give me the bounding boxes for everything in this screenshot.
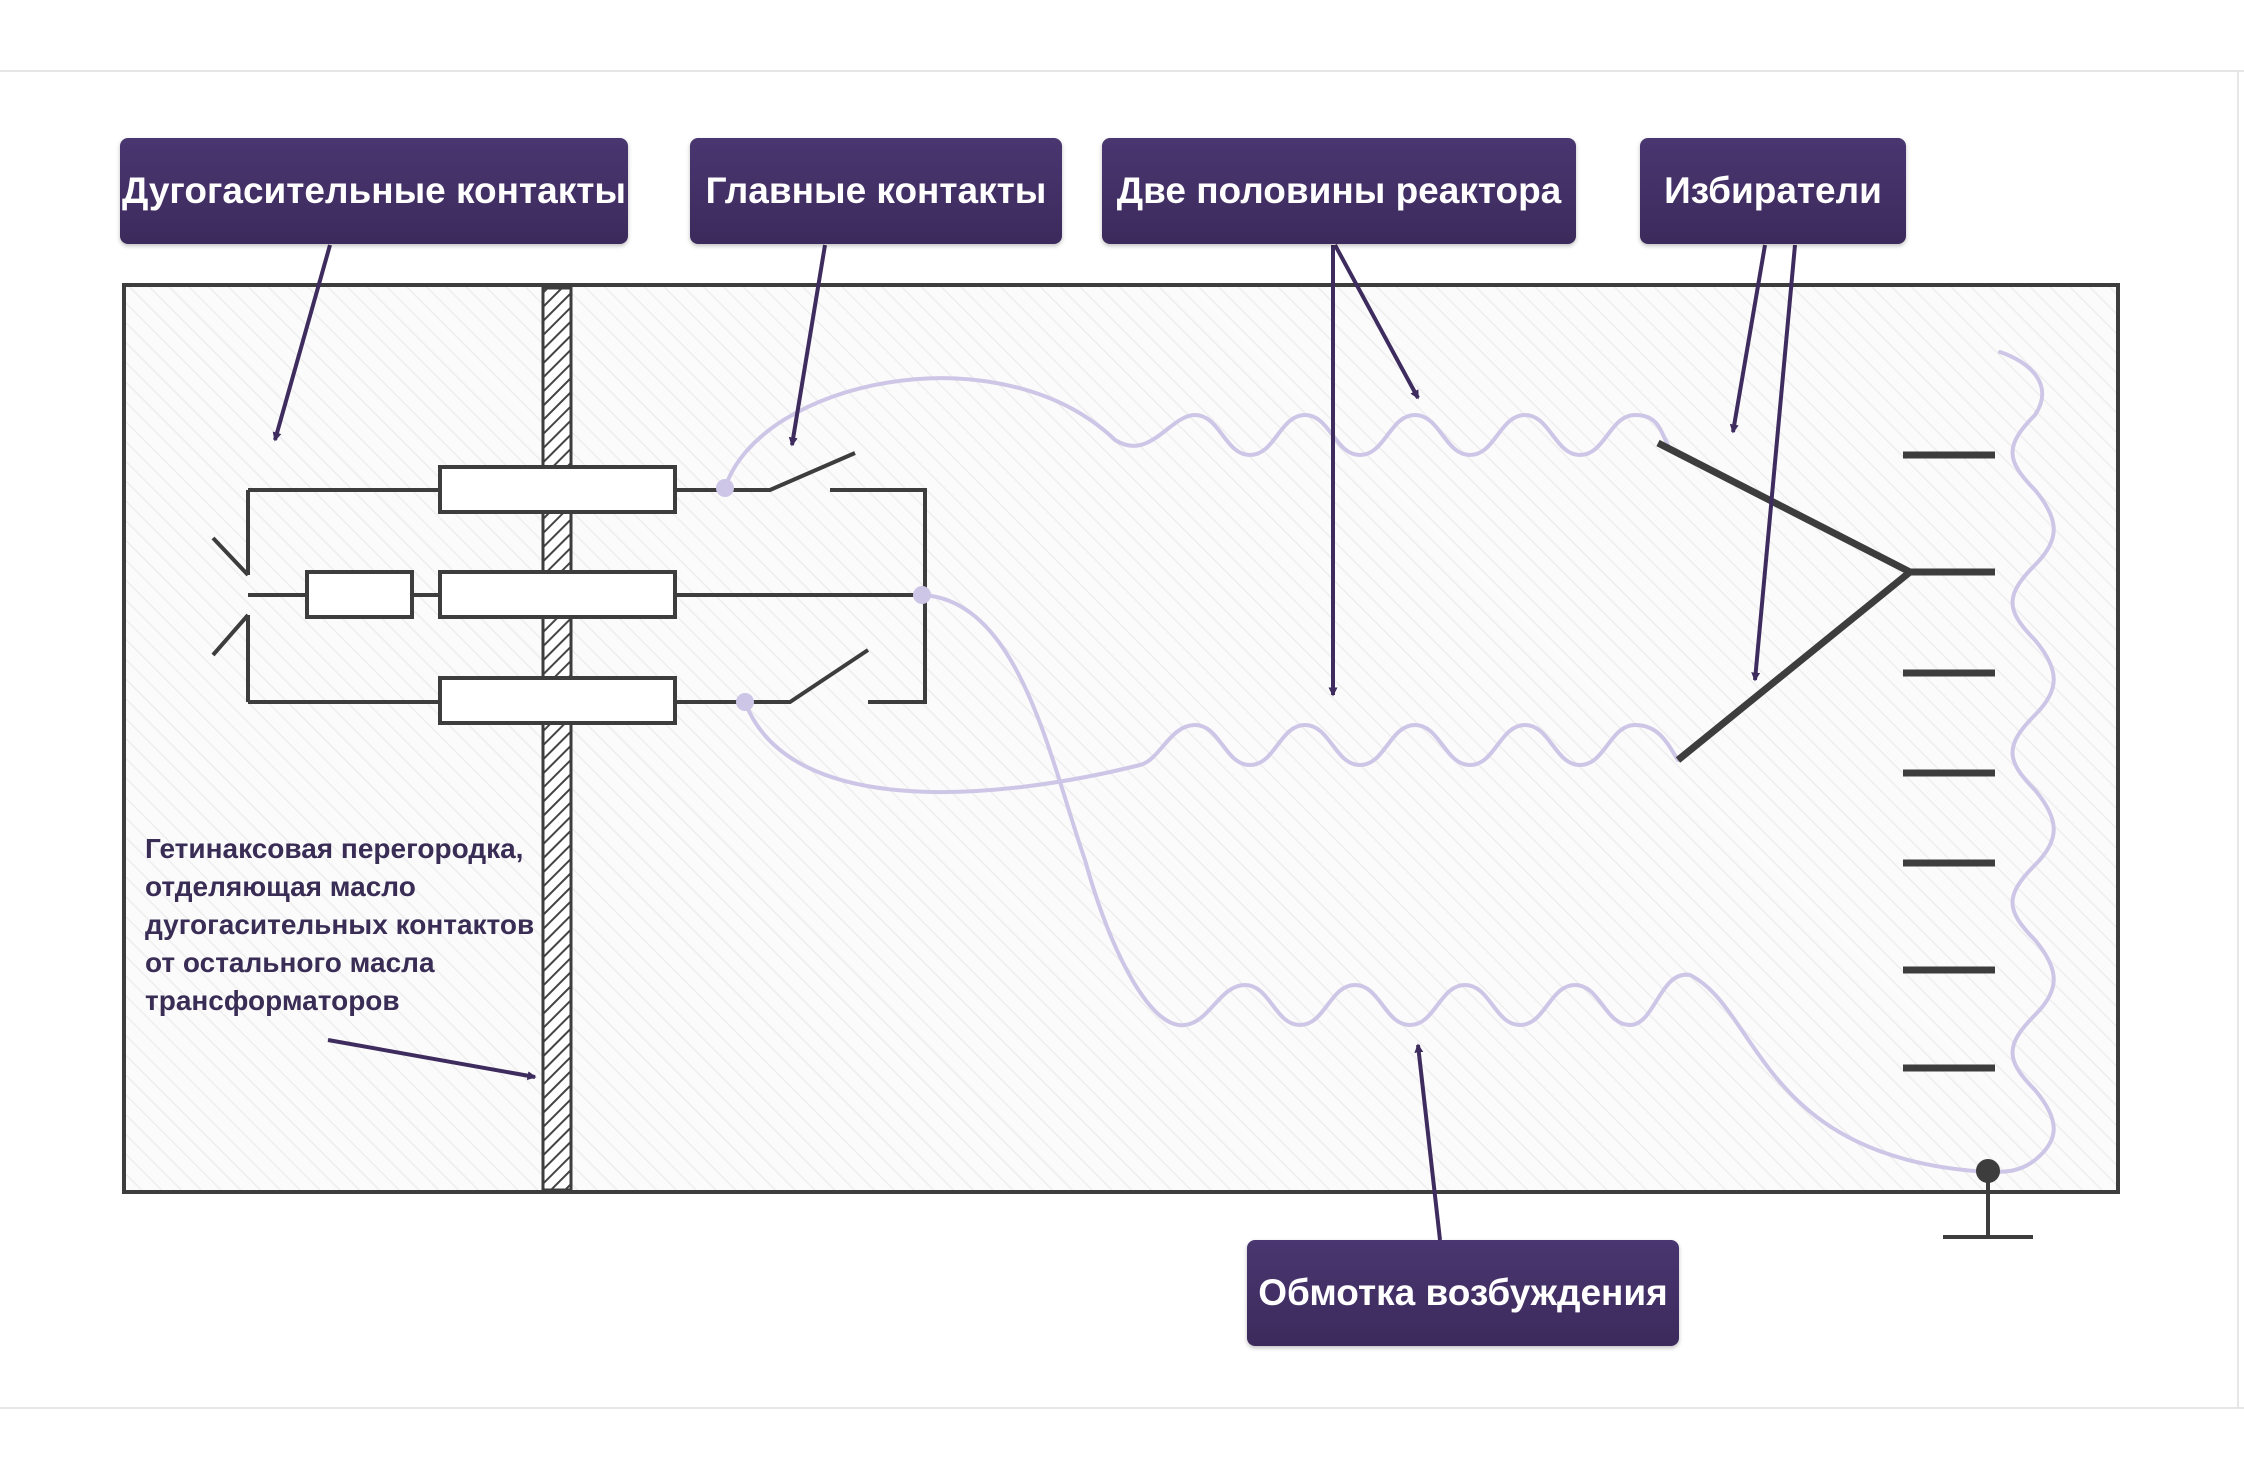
contact-bar-bottom <box>438 676 677 725</box>
label-arc-contacts: Дугогасительные контакты <box>120 138 628 244</box>
partition-note: Гетинаксовая перегородка, отделяющая мас… <box>145 830 545 1020</box>
pointer-arrows <box>272 244 1797 1241</box>
contact-bar-middle <box>438 570 677 619</box>
label-main-contacts: Главные контакты <box>690 138 1062 244</box>
junctions <box>716 479 931 711</box>
tapped-winding <box>1988 350 2056 1174</box>
label-excitation-winding: Обмотка возбуждения <box>1247 1240 1679 1346</box>
arrow-selector-lower <box>1751 244 1797 682</box>
partition-note-line: трансформаторов <box>145 985 400 1016</box>
junction-middle <box>913 586 931 604</box>
reactor-wires <box>723 350 2056 1174</box>
main-switch-bottom <box>745 648 870 704</box>
resistor <box>305 570 414 619</box>
arrow-main-contacts <box>788 244 827 447</box>
arc-contact-switch <box>211 536 250 657</box>
bottom-divider <box>0 1407 2244 1409</box>
main-switch-top <box>725 451 856 492</box>
tank-frame <box>122 283 2120 1194</box>
selector-arm-lower <box>1675 569 1913 763</box>
arrow-excitation <box>1414 1043 1442 1241</box>
reactor-half-bottom <box>743 700 1680 795</box>
selector-arm-upper <box>1656 439 1912 576</box>
arrow-arc-contacts <box>272 244 332 442</box>
ground-icon <box>1943 1159 2033 1239</box>
label-selectors: Избиратели <box>1640 138 1906 244</box>
partition-barrier <box>541 286 573 1192</box>
right-divider <box>2237 72 2239 1407</box>
arrow-reactor-upper <box>1333 244 1420 400</box>
label-reactor-halves: Две половины реактора <box>1102 138 1576 244</box>
junction-bottom <box>736 693 754 711</box>
partition-note-line: от остального масла <box>145 947 435 978</box>
excitation-winding-wire <box>920 593 1992 1174</box>
partition-note-line: отделяющая масло <box>145 871 416 902</box>
reactor-half-top <box>723 376 1670 490</box>
partition-note-line: дугогасительных контактов <box>145 909 535 940</box>
partition-note-line: Гетинаксовая перегородка, <box>145 833 524 864</box>
arrow-selector-upper <box>1729 244 1767 434</box>
arrow-partition <box>327 1038 537 1081</box>
selector-arms <box>1656 439 1913 763</box>
junction-top <box>716 479 734 497</box>
contact-circuit <box>211 451 927 725</box>
contact-bar-top <box>438 465 677 514</box>
tap-contacts <box>1903 451 1995 1072</box>
top-divider <box>0 70 2244 72</box>
